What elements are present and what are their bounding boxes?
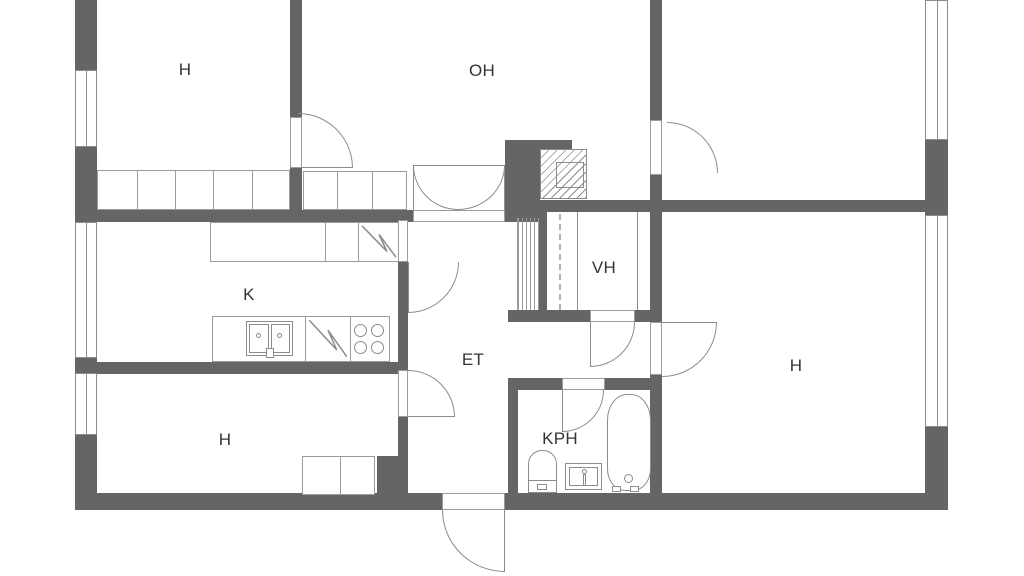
stove-burner (354, 324, 367, 337)
chimney-flue-icon (540, 149, 587, 199)
room-label-bedroom-right: H (789, 356, 803, 375)
wall-chimney-top-strip (540, 140, 572, 149)
door-opening-bedroom-right (650, 322, 662, 375)
door-arc-bathroom (562, 390, 604, 432)
wall-kph-north-right (605, 378, 662, 390)
kitchen-counter-upper (210, 222, 326, 262)
wall-et-east-top (650, 212, 662, 322)
door-arc-bedroom-bottom-left (408, 370, 455, 417)
wall-vh-west (538, 212, 547, 312)
wardrobe-cell (340, 456, 375, 495)
door-arc-bedroom-right (662, 322, 717, 377)
toilet-icon (528, 450, 557, 482)
door-opening-kitchen (398, 220, 408, 262)
front-door-opening (442, 493, 505, 510)
door-arc-kitchen (408, 262, 459, 313)
wardrobe-cell (337, 171, 373, 210)
wall-kph-north-left (508, 378, 562, 390)
kitchen-counter-upper-small (325, 222, 359, 262)
room-label-living-room: OH (468, 61, 496, 80)
wall-kitchen-south (97, 362, 408, 374)
door-leaf-kitchen (408, 262, 409, 313)
wall-vh-south-left (508, 310, 590, 322)
clothes-rail-icon (559, 214, 561, 310)
door-leaf-vh (590, 322, 591, 367)
room-label-walk-in-closet: VH (591, 258, 617, 277)
wall-oh-room-bottom (650, 175, 662, 212)
door-opening-bedroom-bottom-left (398, 370, 408, 417)
wall-et-west-bottom (398, 417, 408, 460)
door-leaf-bathroom (562, 390, 563, 432)
window-bedroom-bottom-left (75, 373, 97, 435)
wardrobe-cell (372, 171, 407, 210)
window-room-top-right (925, 0, 948, 140)
closet-shelf-edge (577, 212, 578, 310)
stove-burner (354, 341, 367, 354)
stove-icon (350, 316, 390, 362)
stove-burner (371, 324, 384, 337)
wall-corner-block (377, 456, 408, 510)
door-leaf-bedroom-right (662, 322, 717, 323)
room-label-kitchen: K (243, 285, 255, 304)
bathtub-faucet (630, 486, 639, 492)
door-arc-vh (590, 322, 635, 367)
wall-kph-west (508, 378, 518, 510)
refrigerator-icon (358, 222, 400, 262)
room-label-entry-hall: ET (461, 350, 485, 369)
wall-oh-room-top (650, 0, 662, 122)
wardrobe-cell (213, 170, 253, 210)
room-label-bedroom-bottom-left: H (218, 430, 232, 449)
wall-et-east-bottom (650, 375, 662, 493)
toilet-flush-button (537, 484, 547, 490)
wardrobe-cell (97, 170, 138, 210)
wall-center-block (505, 140, 540, 222)
door-arc-bedroom-top-left (298, 113, 353, 168)
front-door-arc (442, 510, 505, 572)
kitchen-sink-drain (256, 333, 261, 338)
door-leaf-bedroom-bottom-left (408, 416, 455, 417)
door-opening-bedroom-top-left (290, 117, 302, 168)
window-kitchen (75, 222, 97, 358)
room-label-bathroom: KPH (542, 429, 578, 448)
door-opening-room-top-right (650, 120, 662, 175)
kitchen-faucet-icon (266, 348, 274, 358)
dishwasher-icon (305, 316, 351, 362)
chimney-flue-inner (556, 162, 584, 188)
wardrobe-cell (137, 170, 176, 210)
closet-shelf-edge (637, 212, 638, 310)
window-bedroom-top-left (75, 70, 97, 147)
door-arc-room-top-right (667, 122, 718, 173)
front-door-leaf (504, 510, 505, 572)
wall-h-oh-top (290, 0, 302, 117)
shelf-shaft-icon (517, 218, 540, 310)
stove-burner (371, 341, 384, 354)
kitchen-sink-basin (249, 324, 269, 353)
door-opening-bathroom (562, 378, 605, 390)
wall-et-west-top (398, 262, 408, 370)
wall-horizontal-left (97, 210, 413, 222)
kitchen-sink-basin (271, 324, 290, 353)
wardrobe-cell (303, 171, 338, 210)
door-leaf-bedroom-top-left (298, 167, 353, 168)
wall-horizontal-right (540, 200, 927, 212)
bathtub-drain (624, 474, 633, 483)
washbasin-faucet-stem (583, 474, 586, 486)
room-label-bedroom-top-left: H (178, 60, 192, 79)
wardrobe-cell (252, 170, 290, 210)
kitchen-sink-drain (277, 333, 282, 338)
door-opening-double-oh (413, 210, 505, 222)
wall-h-oh-bottom (290, 168, 302, 222)
window-bedroom-right (925, 215, 948, 427)
door-opening-vh (590, 310, 635, 322)
wardrobe-cell (175, 170, 214, 210)
wardrobe-cell (302, 456, 341, 495)
bathtub-faucet (612, 486, 621, 492)
washbasin-faucet (582, 469, 587, 474)
